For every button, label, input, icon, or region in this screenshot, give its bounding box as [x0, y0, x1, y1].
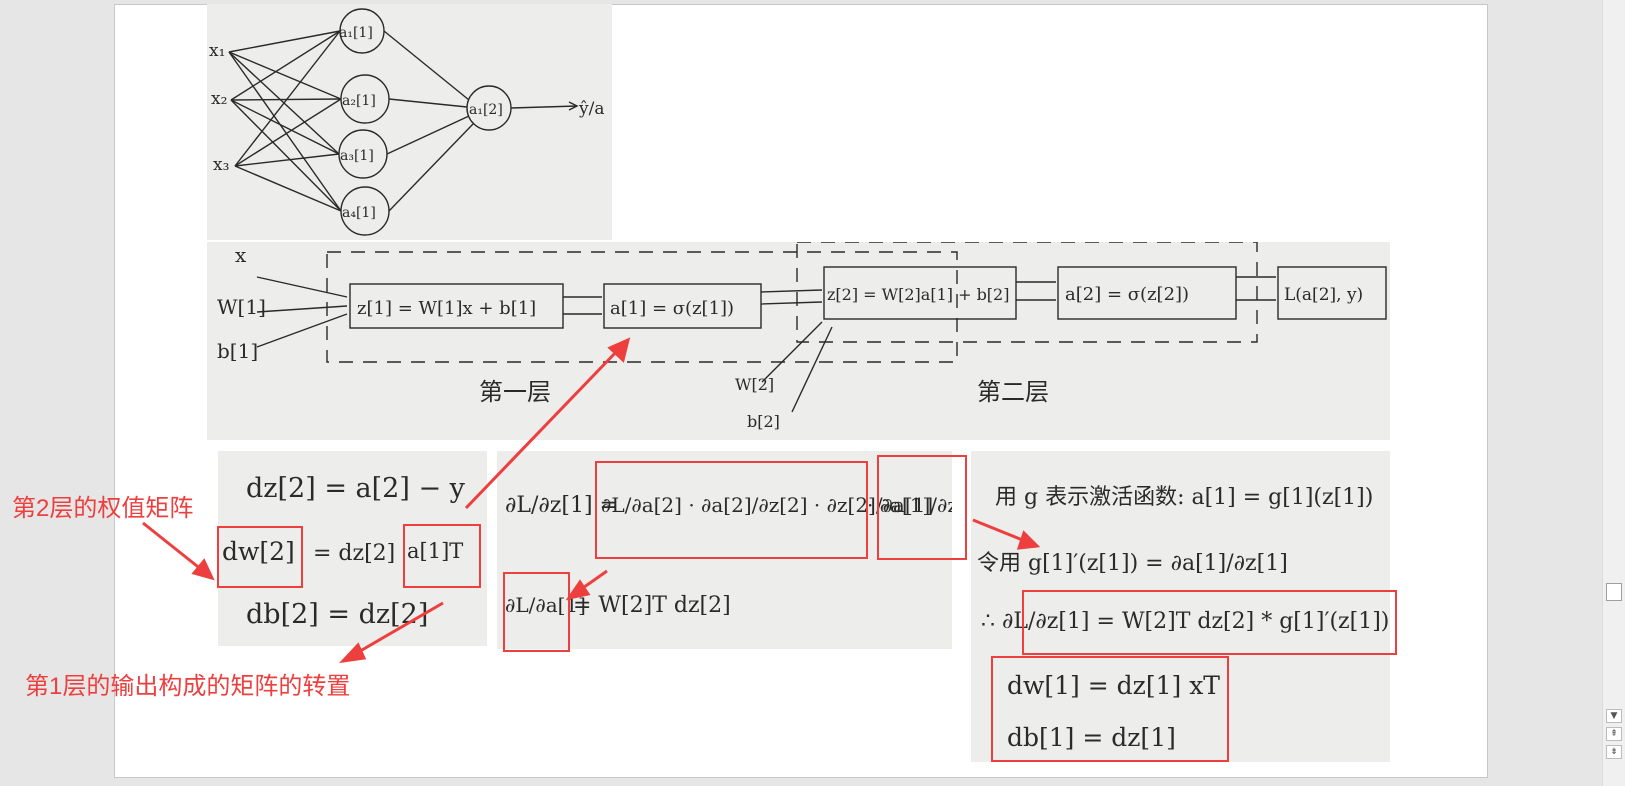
graph-input-w2: W[2] [735, 375, 774, 394]
formula-dw2-rhs: a[1]T [407, 539, 464, 563]
graph-input-b1: b[1] [217, 339, 258, 363]
computation-graph-photo: x W[1] b[1] z[1] = W[1]x + b[1] a[1] = σ… [207, 242, 1390, 440]
hidden-node-3: a₃[1] [340, 148, 374, 164]
box-z1: z[1] = W[1]x + b[1] [357, 298, 536, 319]
box-a2: a[2] = σ(z[2]) [1065, 284, 1189, 305]
input-x3: x₃ [213, 155, 229, 175]
box-loss: L(a[2], y) [1284, 285, 1363, 305]
chain-result-rhs: = W[2]T dz[2] [573, 593, 731, 618]
input-x2: x₂ [211, 89, 227, 109]
highlight-chain-terms [595, 461, 868, 559]
dz1-formula: ∴ ∂L/∂z[1] = W[2]T dz[2] * g[1]′(z[1]) [981, 609, 1390, 634]
highlight-dw2 [217, 526, 303, 588]
network-sketch: x₁ x₂ x₃ a₁[1] a₂[1] a₃[1] a₄[1] a₁[2] ŷ… [209, 8, 604, 236]
highlight-a1-transpose [403, 524, 481, 588]
formula-dw2-lhs: dw[2] [222, 537, 295, 566]
activation-definition: 用 g 表示激活函数: a[1] = g[1](z[1]) [995, 485, 1374, 510]
input-x1: x₁ [209, 41, 225, 61]
output-label: ŷ/a [578, 99, 604, 119]
box-a1: a[1] = σ(z[1]) [610, 298, 734, 319]
scrollbar-thumb[interactable] [1606, 583, 1622, 601]
hidden-node-2: a₂[1] [342, 93, 376, 109]
graph-input-w1: W[1] [217, 295, 266, 319]
dw1-formula: dw[1] = dz[1] xT [1007, 671, 1220, 700]
graph-input-b2: b[2] [747, 412, 780, 431]
derivative-definition: 令用 g[1]′(z[1]) = ∂a[1]/∂z[1] [977, 551, 1288, 576]
network-sketch-photo: x₁ x₂ x₃ a₁[1] a₂[1] a₃[1] a₄[1] a₁[2] ŷ… [207, 4, 612, 240]
highlight-da1-dz1 [877, 455, 967, 560]
layer1-gradients-photo: 用 g 表示激活函数: a[1] = g[1](z[1]) 令用 g[1]′(z… [971, 451, 1390, 762]
db1-formula: db[1] = dz[1] [1007, 723, 1176, 752]
highlight-dl-da1 [503, 572, 570, 652]
formula-db2: db[2] = dz[2] [246, 599, 429, 630]
layer1-label: 第一层 [479, 378, 551, 406]
scroll-down-button[interactable]: ▼ [1606, 709, 1622, 723]
chain-last-term: · ∂a[1]/∂z[1] [867, 493, 952, 517]
annotation-output-transpose: 第1层的输出构成的矩阵的转置 [25, 673, 351, 700]
formula-dw2-eq: = dz[2] [313, 541, 396, 566]
page-down-button[interactable]: ⇟ [1606, 745, 1622, 759]
highlight-dz1 [1022, 590, 1397, 655]
box-z2: z[2] = W[2]a[1] + b[2] [827, 285, 1009, 304]
page-up-button[interactable]: ⇞ [1606, 727, 1622, 741]
formula-dz2: dz[2] = a[2] − y [246, 473, 465, 504]
graph-input-x: x [235, 243, 247, 267]
computation-graph: x W[1] b[1] z[1] = W[1]x + b[1] a[1] = σ… [217, 242, 1387, 431]
hidden-node-1: a₁[1] [339, 25, 373, 41]
highlight-dw1-db1 [991, 656, 1229, 762]
output-node: a₁[2] [469, 102, 503, 118]
annotation-weight-matrix: 第2层的权值矩阵 [12, 495, 194, 522]
layer2-label: 第二层 [977, 378, 1049, 406]
hidden-node-4: a₄[1] [342, 205, 376, 221]
vertical-scrollbar[interactable]: ▼ ⇞ ⇟ [1602, 0, 1625, 786]
